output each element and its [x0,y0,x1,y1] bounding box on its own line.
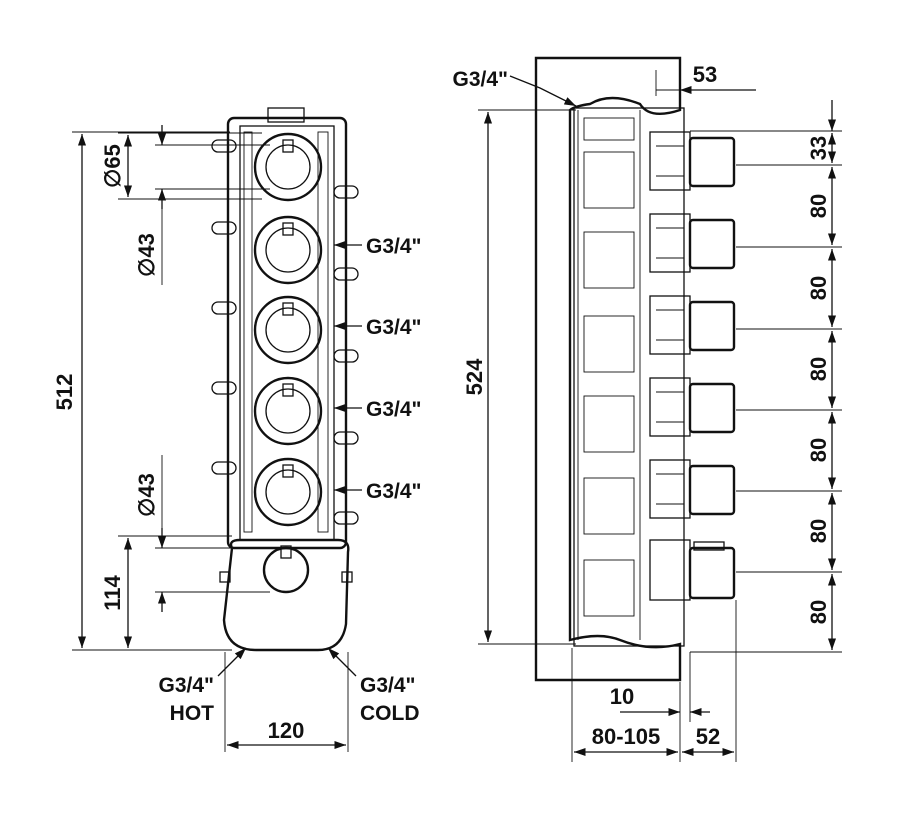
dim-spacing-label-2: 80 [806,276,831,300]
dim-114-label: 114 [100,574,125,610]
outlet-label-4: G3/4" [366,480,421,503]
dim-diameter-43-upper-label: ∅43 [134,233,159,277]
side-cartridge-5 [649,459,736,519]
outlet-callouts: G3/4" G3/4" G3/4" G3/4" [334,235,421,503]
dim-spacing-label-6: 80 [806,600,831,624]
side-cartridge-1 [649,131,736,191]
dim-spacing-label-4: 80 [806,438,831,462]
dim-spacing-label-5: 80 [806,519,831,543]
dim-height-114: 114 [100,535,232,651]
side-cartridge-2 [649,213,736,273]
dim-diameter-43-upper: ∅43 [134,125,270,285]
inlet-cold-thread: G3/4" [360,674,415,697]
dim-offset-53: 53 [655,62,756,96]
dim-spacing-label-3: 80 [806,357,831,381]
dim-53-label: 53 [693,62,717,87]
dim-diameter-43-lower: ∅43 [134,455,270,612]
outlet-label-1: G3/4" [366,235,421,258]
inlet-hot-label: HOT [170,702,215,725]
front-valves [219,132,353,652]
dim-diameter-65: ∅65 [100,132,262,200]
outlet-label-2: G3/4" [366,316,421,339]
side-view: G3/4" 524 53 [453,56,842,762]
thread-top-label: G3/4" [453,68,508,91]
dim-height-512: 512 [52,131,230,651]
dim-120-label: 120 [268,718,305,743]
front-view: 512 ∅65 ∅43 ∅43 [52,107,421,752]
dim-524-label: 524 [462,358,487,395]
front-body [211,107,359,550]
dim-bottom: 10 80-105 52 [571,600,737,762]
inlet-hot: G3/4" HOT [159,647,247,725]
valve-3 [253,295,323,365]
dim-diameter-65-label: ∅65 [100,144,125,188]
side-cartridges [649,131,736,601]
dim-33-label: 33 [806,136,831,160]
dim-80-105-label: 80-105 [592,724,661,749]
inlet-cold-label: COLD [360,702,420,725]
outlet-label-3: G3/4" [366,398,421,421]
dim-spacing-label-1: 80 [806,194,831,218]
dim-width-120: 120 [224,652,349,752]
valve-4 [253,376,323,446]
inlet-hot-thread: G3/4" [159,674,214,697]
valve-1 [253,132,323,202]
side-body [573,107,685,647]
dim-52-label: 52 [696,724,720,749]
dim-512-label: 512 [52,374,77,411]
dim-chain-right: 33 80 80 80 80 80 80 [690,100,842,653]
wall-section [534,56,682,682]
side-cartridge-4 [649,377,736,437]
dim-diameter-43-lower-label: ∅43 [134,473,159,517]
side-cartridge-thermostatic [649,539,736,601]
thermostatic-valve [219,538,353,652]
valve-2 [253,215,323,285]
valve-5 [253,457,323,527]
dim-height-524: 524 [462,109,576,645]
dim-10-label: 10 [610,684,634,709]
inlet-cold: G3/4" COLD [327,647,420,725]
thread-top-callout: G3/4" [453,68,577,107]
side-cartridge-3 [649,295,736,355]
